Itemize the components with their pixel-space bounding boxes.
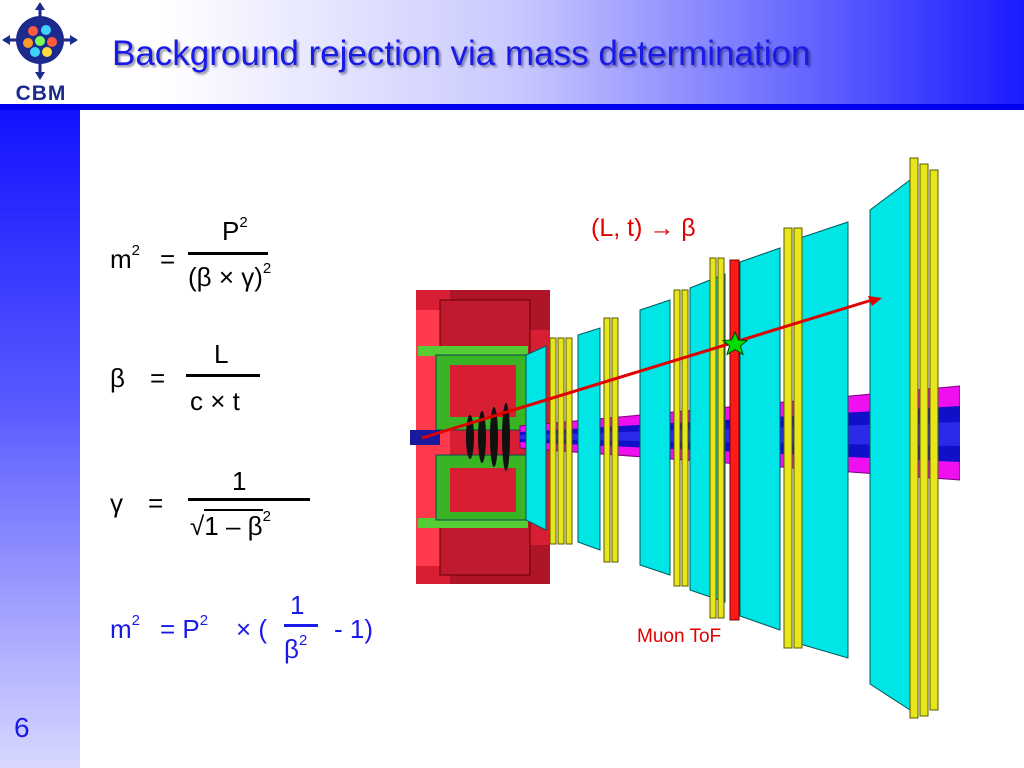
particle-track bbox=[421, 296, 882, 440]
muon-absorbers bbox=[549, 157, 939, 719]
slide-number: 6 bbox=[14, 712, 30, 743]
beta-fraction-bar bbox=[186, 374, 260, 377]
final-tail: - 1) bbox=[334, 614, 373, 644]
detector-stations bbox=[525, 179, 911, 711]
final-fraction-bar bbox=[284, 624, 318, 627]
mass-lhs: m2 bbox=[110, 242, 141, 274]
mass-equals: = bbox=[160, 244, 176, 274]
mass-fraction-bar bbox=[188, 252, 268, 255]
sidebar-bar bbox=[0, 110, 80, 768]
muon-tof-wall bbox=[729, 259, 740, 621]
final-lhs: m2 bbox=[110, 612, 141, 644]
track-label: (L, t) → β bbox=[591, 214, 696, 242]
gamma-equals: = bbox=[148, 488, 164, 518]
final-p: = P2 bbox=[160, 612, 209, 644]
muon-tof-label: Muon ToF bbox=[637, 626, 722, 647]
silicon-tracker bbox=[466, 403, 510, 471]
final-frac-numerator: 1 bbox=[290, 590, 305, 620]
beta-denominator: c × t bbox=[190, 386, 240, 416]
gamma-denominator: √1 – β2 bbox=[190, 508, 271, 541]
final-times-paren: × ( bbox=[236, 614, 268, 644]
cbm-logo-icon bbox=[2, 2, 78, 80]
header-bar bbox=[0, 0, 1024, 110]
gamma-numerator: 1 bbox=[232, 466, 247, 496]
beta-lhs: β bbox=[110, 363, 125, 393]
cbm-detector-figure bbox=[410, 157, 960, 719]
logo-text: CBM bbox=[15, 82, 67, 105]
mass-denominator: (β × γ)2 bbox=[188, 260, 272, 292]
final-frac-denominator: β2 bbox=[284, 632, 308, 664]
sqrt-symbol: √ bbox=[190, 511, 205, 541]
cbm-logo: CBM bbox=[0, 0, 80, 110]
tof-hit-star-icon bbox=[721, 330, 749, 356]
slide-title: Background rejection via mass determinat… bbox=[112, 34, 811, 73]
gamma-fraction-bar bbox=[188, 498, 310, 501]
header-rule bbox=[0, 104, 1024, 110]
beta-equals: = bbox=[150, 363, 166, 393]
gamma-lhs: γ bbox=[110, 488, 123, 518]
mass-numerator: P2 bbox=[222, 214, 248, 246]
beta-numerator: L bbox=[214, 339, 229, 369]
